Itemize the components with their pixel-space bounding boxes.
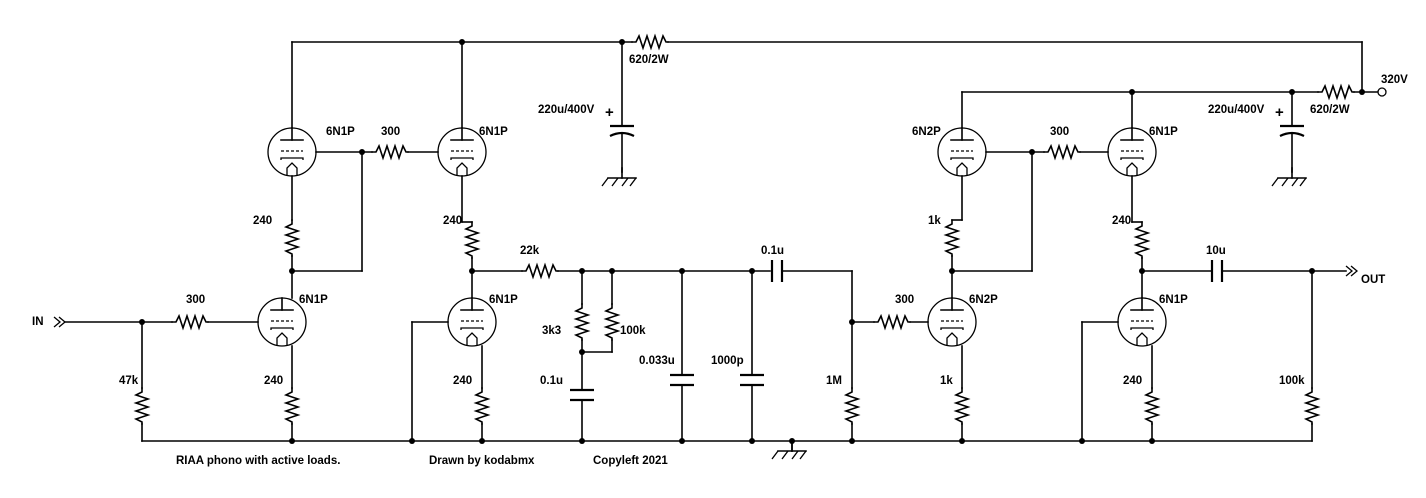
resistor-label-riaa-2: 100k bbox=[620, 325, 646, 337]
resistor-label-grid-1: 300 bbox=[381, 126, 400, 138]
cap-label-riaa-1: 0.1u bbox=[540, 375, 563, 387]
cap-label-supply-2: 220u/400V bbox=[1208, 104, 1265, 116]
input-terminal-label: IN bbox=[32, 316, 44, 328]
schematic-title: RIAA phono with active loads. bbox=[176, 455, 340, 467]
resistor-label-grid-leak: 1M bbox=[826, 375, 842, 387]
cap-label-out: 10u bbox=[1206, 245, 1226, 257]
resistor-label-in: 47k bbox=[119, 375, 139, 387]
resistor-label-k-3b: 1k bbox=[940, 375, 953, 387]
resistor-label-out: 100k bbox=[1279, 375, 1305, 387]
tube-label-v2-top: 6N1P bbox=[479, 126, 508, 138]
resistor-label-k-2b: 240 bbox=[453, 375, 472, 387]
tube-label-v3-top: 6N2P bbox=[912, 126, 941, 138]
copyleft-note: Copyleft 2021 bbox=[593, 455, 668, 467]
resistor-label-grid-3: 300 bbox=[1050, 126, 1069, 138]
resistor-label-grid-4: 300 bbox=[895, 294, 914, 306]
tube-label-v2-bottom: 6N1P bbox=[489, 294, 518, 306]
svg-text:+: + bbox=[605, 104, 614, 121]
resistor-label-k-4a: 240 bbox=[1112, 215, 1131, 227]
cap-label-riaa-3: 1000p bbox=[711, 355, 744, 367]
cap-label-couple: 0.1u bbox=[761, 245, 784, 257]
resistor-label-series: 22k bbox=[520, 245, 540, 257]
cap-label-supply-1: 220u/400V bbox=[538, 104, 595, 116]
tube-label-v4-bottom: 6N1P bbox=[1159, 294, 1188, 306]
tube-label-v4-top: 6N1P bbox=[1149, 126, 1178, 138]
resistor-label-k-1b: 240 bbox=[264, 375, 283, 387]
resistor-label-k-1a: 240 bbox=[253, 215, 272, 227]
supply-terminal-label: 320V bbox=[1381, 74, 1408, 86]
author-note: Drawn by kodabmx bbox=[429, 455, 535, 467]
resistor-label-riaa-1: 3k3 bbox=[542, 325, 561, 337]
output-terminal-label: OUT bbox=[1361, 274, 1385, 286]
resistor-label-supply-1: 620/2W bbox=[629, 54, 669, 66]
tube-label-v1-top: 6N1P bbox=[326, 126, 355, 138]
resistor-label-supply-2: 620/2W bbox=[1310, 104, 1350, 116]
tube-label-v3-bottom: 6N2P bbox=[969, 294, 998, 306]
svg-text:+: + bbox=[1275, 104, 1284, 121]
cap-label-riaa-2: 0.033u bbox=[639, 355, 675, 367]
resistor-label-k-3a: 1k bbox=[928, 215, 941, 227]
tube-label-v1-bottom: 6N1P bbox=[299, 294, 328, 306]
resistor-label-grid-2: 300 bbox=[186, 294, 205, 306]
resistor-label-k-4b: 240 bbox=[1123, 375, 1142, 387]
resistor-label-k-2a: 240 bbox=[443, 215, 462, 227]
